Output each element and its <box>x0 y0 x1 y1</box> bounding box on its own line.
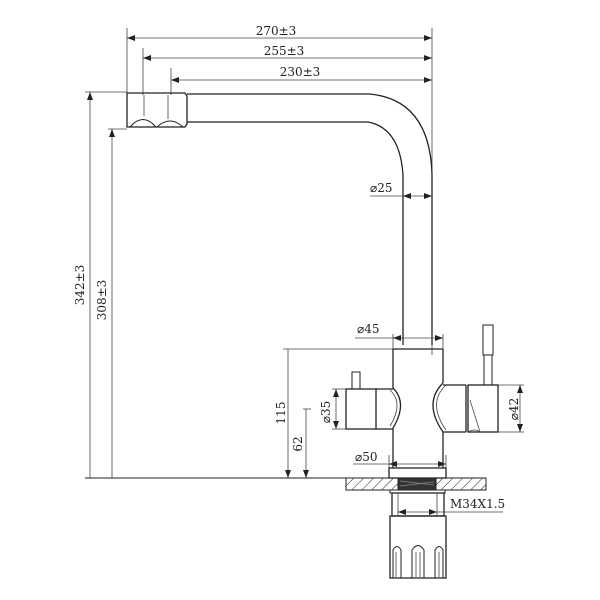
body-height-label: 115 <box>274 402 288 425</box>
faucet-body: ⌀45 ⌀35 ⌀42 <box>319 322 524 468</box>
right-handle-diameter-label: ⌀42 <box>507 398 521 421</box>
total-height-label: 342±3 <box>73 265 87 306</box>
spout: ⌀25 <box>126 92 433 345</box>
body-diameter-label: ⌀45 <box>357 322 380 336</box>
reach-dimensions: 270±3 255±3 230±3 <box>126 24 433 355</box>
left-handle-diameter-label: ⌀35 <box>319 401 333 424</box>
handle-height-label: 62 <box>291 436 305 451</box>
mid-reach-label: 255±3 <box>264 44 305 58</box>
outlet-height-label: 308±3 <box>95 280 109 321</box>
spout-reach-label: 230±3 <box>280 65 321 79</box>
thread-label: M34X1.5 <box>450 497 505 511</box>
base-diameter-label: ⌀50 <box>355 450 378 464</box>
body-height-dimensions: 115 62 <box>274 348 393 478</box>
overall-reach-label: 270±3 <box>256 24 297 38</box>
faucet-base: ⌀50 M34X1.5 <box>85 450 505 579</box>
height-dimensions: 342±3 308±3 <box>73 91 127 478</box>
spout-diameter-label: ⌀25 <box>370 181 393 195</box>
